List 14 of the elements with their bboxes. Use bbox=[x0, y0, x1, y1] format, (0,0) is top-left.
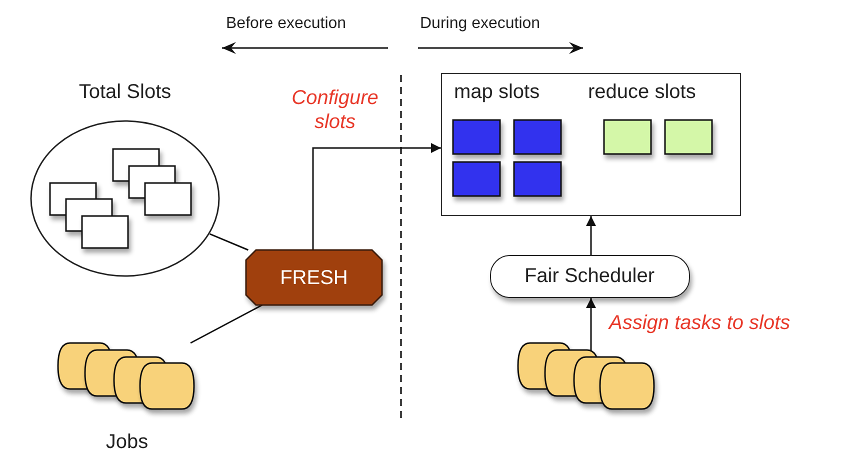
node-label: FRESH bbox=[279, 266, 349, 290]
group-heading: Total Slots bbox=[78, 80, 172, 104]
phase-label: Before execution bbox=[226, 14, 346, 34]
group-heading: Jobs bbox=[104, 430, 150, 454]
node-label: Fair Scheduler bbox=[523, 264, 656, 288]
slot-type-label: map slots bbox=[454, 80, 540, 104]
connector-line bbox=[190, 304, 263, 344]
scheduler-box bbox=[490, 255, 690, 298]
slot-type-label: reduce slots bbox=[588, 80, 696, 104]
arrow bbox=[312, 143, 441, 250]
arrow bbox=[586, 216, 596, 255]
connector-line bbox=[209, 233, 248, 251]
arrow bbox=[586, 298, 596, 351]
phase-label: During execution bbox=[420, 14, 540, 34]
